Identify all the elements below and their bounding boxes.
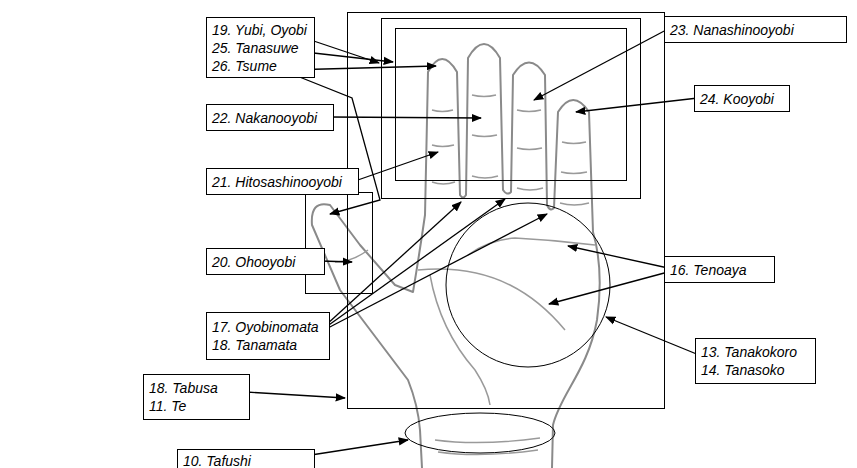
- crease: [438, 450, 538, 455]
- crease: [472, 135, 497, 137]
- fingertips-region: [396, 29, 627, 181]
- part-label: 22. Nakanooyobi: [212, 109, 328, 127]
- label-box: 20. Ohooyobi: [206, 248, 325, 275]
- leader-line: [326, 214, 547, 329]
- leader-line: [326, 202, 461, 325]
- crease: [560, 203, 589, 205]
- part-label: 16. Tenoaya: [670, 261, 769, 279]
- leader-line: [606, 317, 699, 355]
- part-label: 18. Tabusa: [149, 379, 244, 397]
- life-line: [430, 275, 490, 405]
- part-label: 17. Oyobinomata: [212, 318, 324, 336]
- heart-line: [468, 238, 595, 255]
- leader-line: [321, 261, 352, 262]
- part-label: 25. Tanasuwe: [212, 39, 309, 57]
- crease: [562, 142, 586, 144]
- label-box: 18. Tabusa11. Te: [143, 374, 250, 420]
- part-label: 24. Kooyobi: [700, 90, 784, 108]
- part-label: 23. Nanashinooyobi: [670, 21, 841, 39]
- head-line: [418, 269, 565, 330]
- crease: [561, 172, 587, 174]
- region-outlines: [306, 13, 665, 454]
- part-label: 14. Tanasoko: [701, 361, 810, 379]
- part-label: 20. Ohooyobi: [212, 253, 319, 271]
- part-label: 13. Tanakokoro: [701, 343, 810, 361]
- crease: [432, 110, 453, 112]
- crease: [432, 182, 455, 184]
- leader-line: [326, 199, 505, 327]
- wrist-region: [405, 413, 555, 453]
- leader-line: [549, 272, 668, 304]
- leader-line: [568, 246, 668, 268]
- label-box: 16. Tenoaya: [664, 256, 775, 283]
- part-label: 19. Yubi, Oyobi: [212, 21, 309, 39]
- thumb-region: [306, 193, 373, 294]
- part-label: 10. Tafushi: [183, 452, 309, 468]
- crease: [472, 176, 498, 178]
- leader-line: [330, 117, 481, 118]
- leader-line: [246, 392, 345, 398]
- label-box: 17. Oyobinomata18. Tanamata: [206, 312, 330, 360]
- label-box: 24. Kooyobi: [694, 85, 790, 112]
- palm-region: [446, 203, 610, 367]
- label-box: 23. Nanashinooyobi: [664, 16, 847, 43]
- part-label: 18. Tanamata: [212, 336, 324, 354]
- part-label: 26. Tsume: [212, 57, 309, 75]
- part-label: 11. Te: [149, 397, 244, 415]
- label-box: 13. Tanakokoro14. Tanasoko: [695, 338, 816, 384]
- crease: [335, 250, 368, 262]
- label-box: 19. Yubi, Oyobi25. Tanasuwe26. Tsume: [206, 17, 315, 78]
- label-box: 10. Tafushi: [177, 449, 315, 468]
- label-box: 22. Nakanooyobi: [206, 104, 334, 131]
- palm-lines: [418, 238, 595, 405]
- crease: [517, 148, 542, 150]
- leader-line: [355, 152, 438, 181]
- crease: [472, 95, 496, 97]
- crease: [517, 110, 541, 112]
- hand-region: [348, 13, 665, 409]
- label-box: 21. Hitosashinooyobi: [206, 168, 359, 195]
- crease: [435, 438, 540, 443]
- leader-line: [576, 98, 698, 112]
- leader-line: [311, 440, 408, 455]
- crease: [517, 188, 543, 190]
- wrist-creases: [435, 438, 540, 455]
- crease: [432, 145, 454, 147]
- part-label: 21. Hitosashinooyobi: [212, 173, 353, 191]
- leader-line: [534, 29, 668, 100]
- leader-lines: [246, 29, 699, 455]
